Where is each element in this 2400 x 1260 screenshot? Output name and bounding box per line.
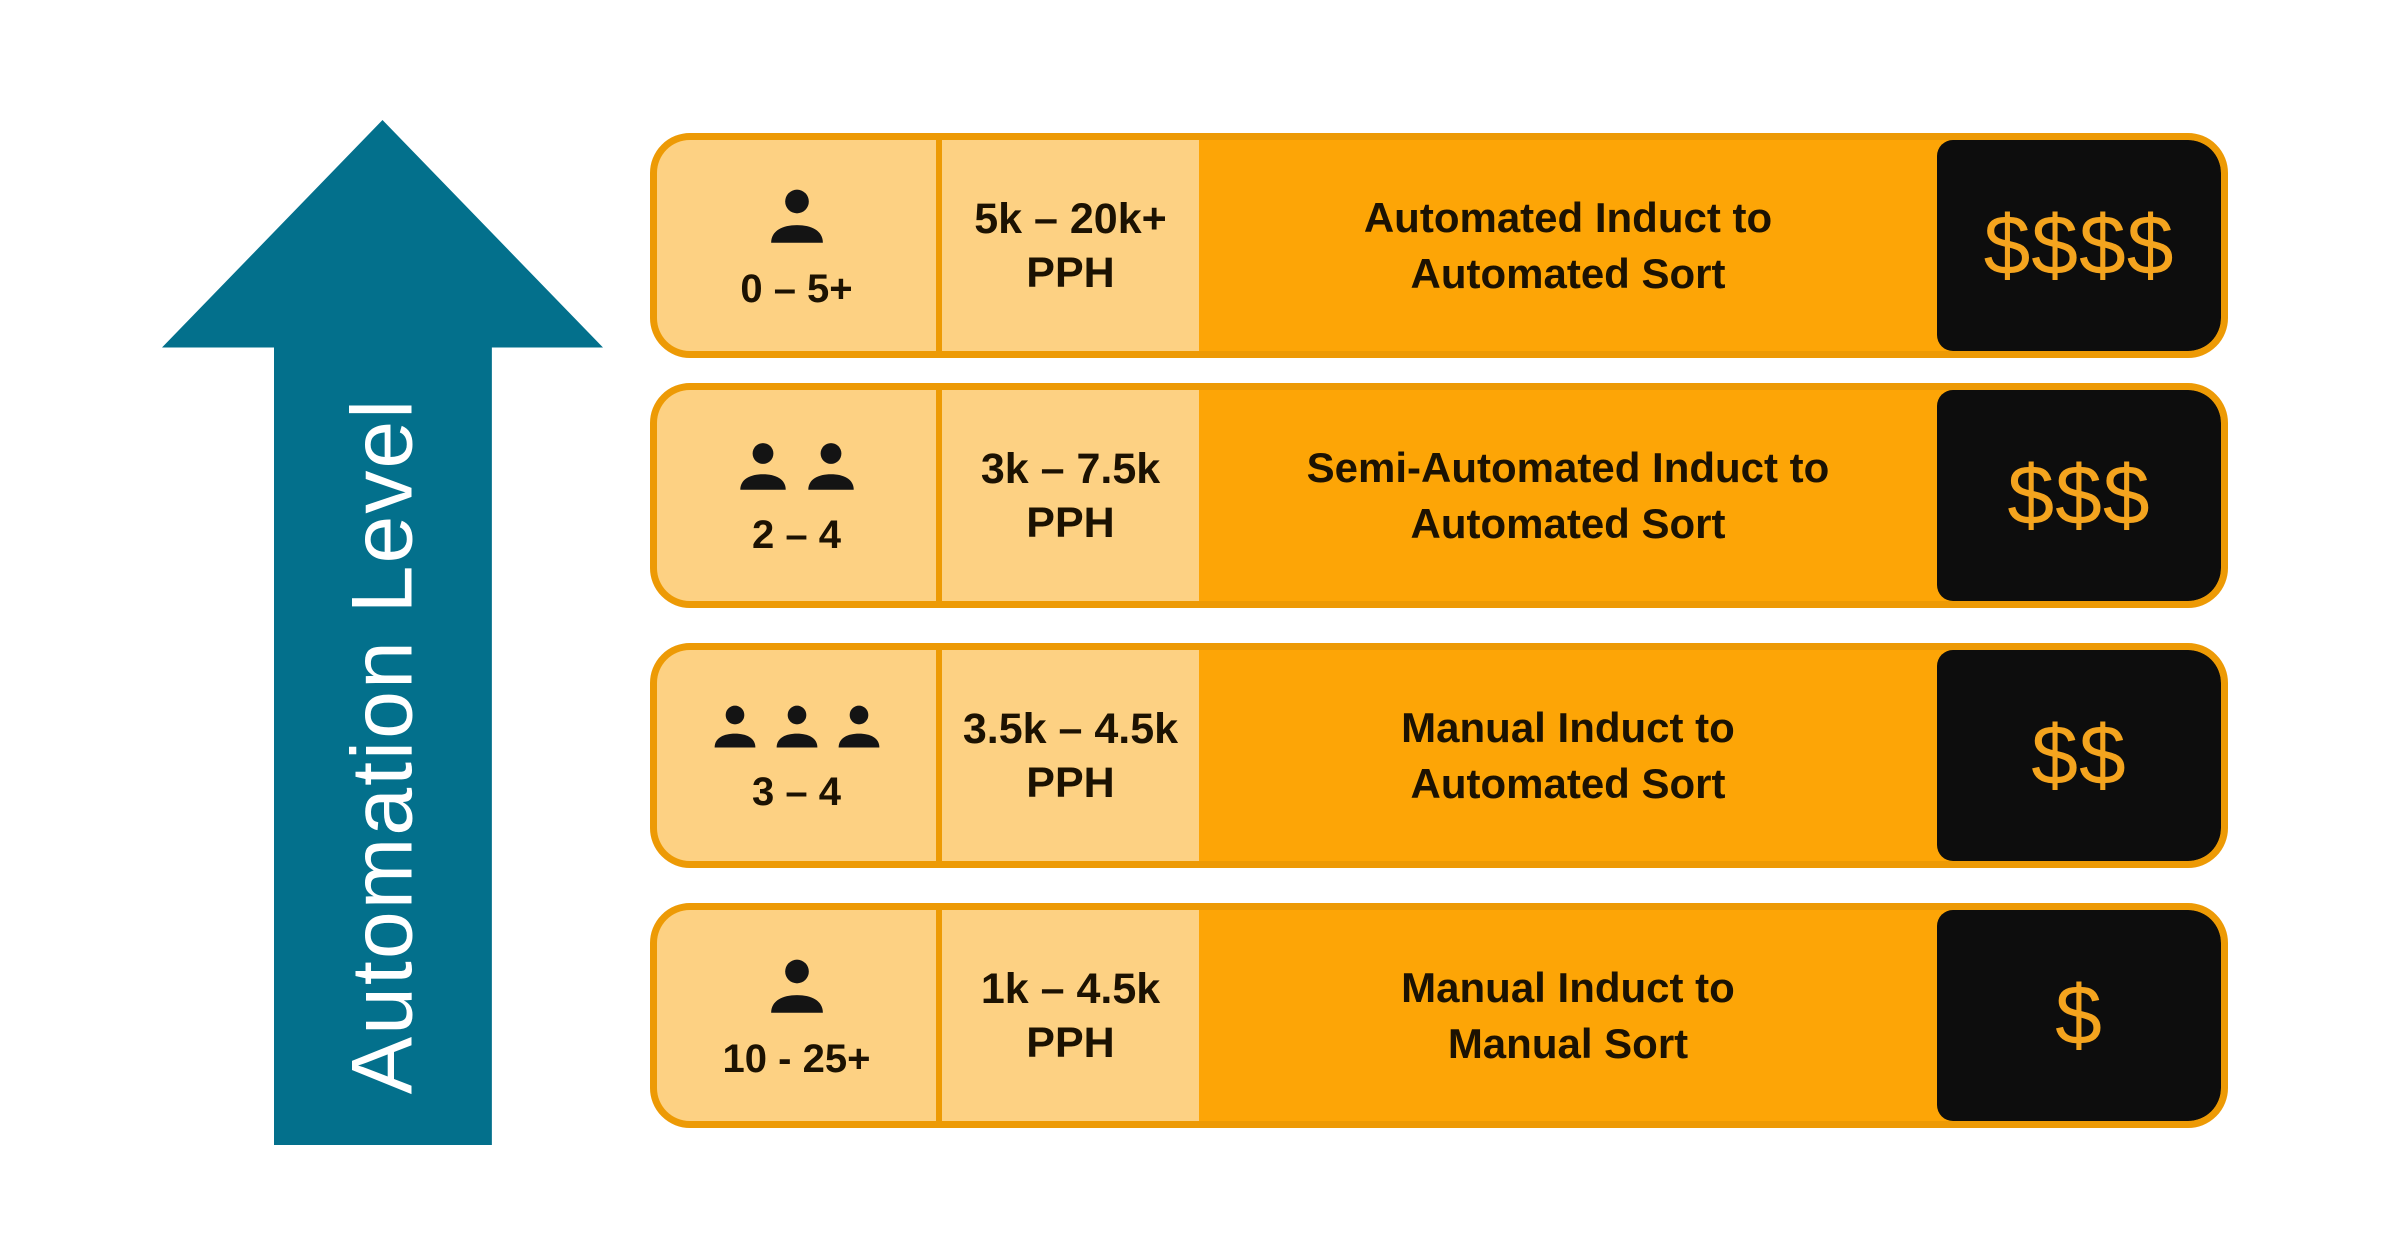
throughput-cell: 1k – 4.5k PPH — [942, 910, 1199, 1121]
automation-row-3: 3 – 4 3.5k – 4.5k PPH Manual Induct to A… — [650, 643, 2228, 868]
cost-cell: $$ — [1937, 650, 2221, 861]
throughput-cell: 5k – 20k+ PPH — [942, 140, 1199, 351]
cost-cell: $$$$ — [1937, 140, 2221, 351]
automation-row-4: 10 - 25+ 1k – 4.5k PPH Manual Induct to … — [650, 903, 2228, 1128]
process-description: Manual Induct to Automated Sort — [1199, 650, 1937, 861]
description-line-1: Manual Induct to — [1401, 703, 1735, 751]
person-icon — [739, 443, 786, 490]
staff-cell: 10 - 25+ — [657, 910, 942, 1121]
throughput-unit: PPH — [1026, 1018, 1115, 1067]
staff-cell: 0 – 5+ — [657, 140, 942, 351]
cost-indicator: $$ — [2031, 708, 2127, 802]
people-icons — [734, 439, 860, 497]
staff-range-label: 0 – 5+ — [740, 267, 853, 311]
staff-range-label: 2 – 4 — [752, 513, 841, 557]
description-line-1: Manual Induct to — [1401, 963, 1735, 1011]
throughput-unit: PPH — [1026, 248, 1115, 297]
throughput-range: 5k – 20k+ — [974, 194, 1167, 243]
process-description: Manual Induct to Manual Sort — [1199, 910, 1937, 1121]
person-icon — [776, 705, 817, 748]
cost-indicator: $ — [2055, 968, 2103, 1062]
throughput-unit: PPH — [1026, 498, 1115, 547]
automation-level-axis-label: Automation Level — [334, 397, 431, 1095]
cost-indicator: $$$$ — [1983, 198, 2175, 292]
description-line-1: Semi-Automated Induct to — [1306, 443, 1830, 491]
description-line-1: Automated Induct to — [1363, 193, 1773, 241]
cost-indicator: $$$ — [2007, 448, 2151, 542]
description-line-2: Automated Sort — [1410, 499, 1726, 547]
throughput-range: 3.5k – 4.5k — [962, 704, 1179, 753]
staff-range-label: 10 - 25+ — [722, 1037, 871, 1081]
person-icon — [714, 705, 755, 748]
staff-cell: 3 – 4 — [657, 650, 942, 861]
throughput-range: 3k – 7.5k — [980, 444, 1161, 493]
people-icons — [764, 185, 830, 251]
people-icons — [709, 702, 885, 754]
process-description: Automated Induct to Automated Sort — [1199, 140, 1937, 351]
staff-cell: 2 – 4 — [657, 390, 942, 601]
description-line-2: Automated Sort — [1410, 249, 1726, 297]
throughput-unit: PPH — [1026, 758, 1115, 807]
throughput-cell: 3.5k – 4.5k PPH — [942, 650, 1199, 861]
person-icon — [770, 959, 823, 1013]
description-line-2: Automated Sort — [1410, 759, 1726, 807]
person-icon — [838, 705, 879, 748]
automation-rows: 0 – 5+ 5k – 20k+ PPH Automated Induct to… — [650, 133, 2228, 1128]
description-line-2: Manual Sort — [1447, 1019, 1689, 1067]
throughput-range: 1k – 4.5k — [980, 964, 1161, 1013]
automation-row-1: 0 – 5+ 5k – 20k+ PPH Automated Induct to… — [650, 133, 2228, 358]
person-icon — [770, 189, 823, 243]
automation-row-2: 2 – 4 3k – 7.5k PPH Semi-Automated Induc… — [650, 383, 2228, 608]
process-description: Semi-Automated Induct to Automated Sort — [1199, 390, 1937, 601]
throughput-cell: 3k – 7.5k PPH — [942, 390, 1199, 601]
person-icon — [807, 443, 854, 490]
cost-cell: $ — [1937, 910, 2221, 1121]
staff-range-label: 3 – 4 — [752, 770, 841, 814]
cost-cell: $$$ — [1937, 390, 2221, 601]
people-icons — [764, 955, 830, 1021]
